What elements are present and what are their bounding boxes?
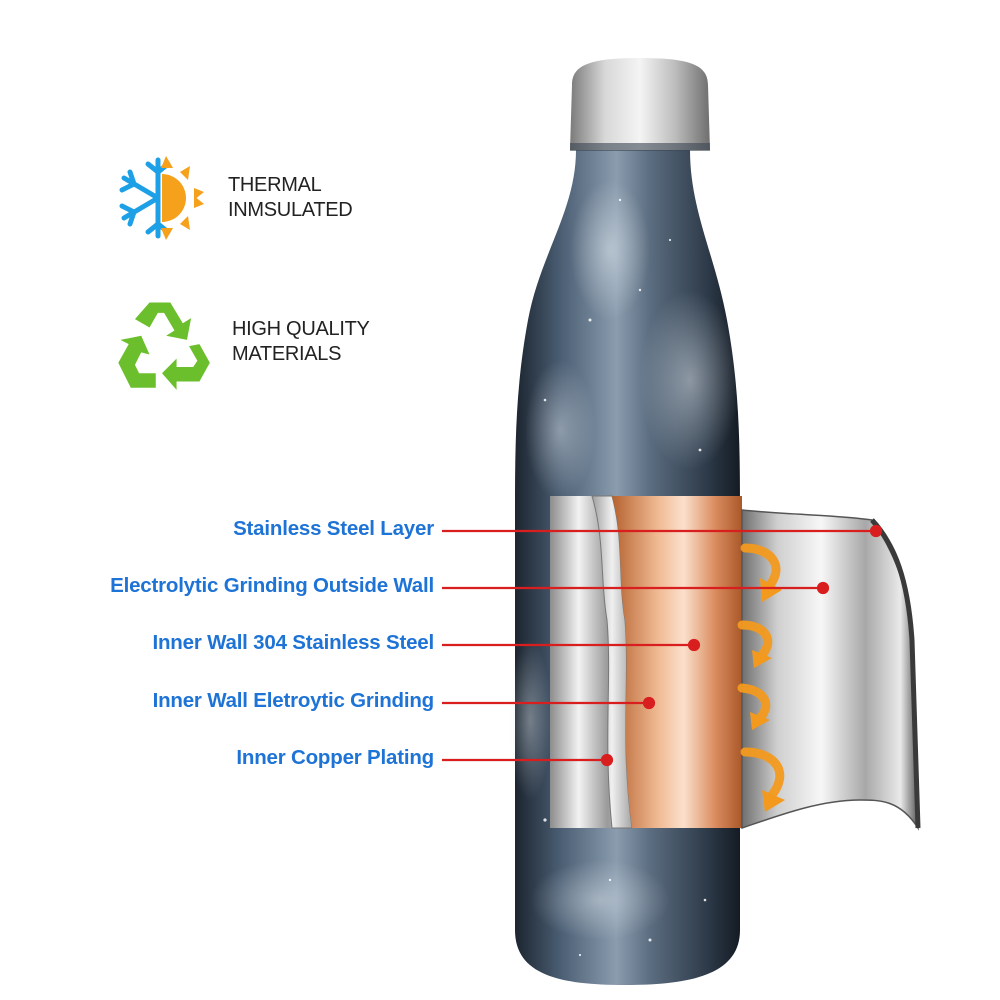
recycle-icon (118, 302, 210, 390)
label-electrolytic-outside-wall: Electrolytic Grinding Outside Wall (110, 574, 434, 597)
feature-thermal: THERMAL INMSULATED (110, 148, 353, 248)
label-stainless-steel-layer: Stainless Steel Layer (233, 517, 434, 540)
feature-thermal-text: THERMAL INMSULATED (228, 173, 353, 223)
feature-materials-line2: MATERIALS (232, 343, 342, 365)
feature-materials: HIGH QUALITY MATERIALS (110, 290, 370, 394)
label-inner-copper-plating: Inner Copper Plating (236, 746, 434, 769)
label-inner-wall-304: Inner Wall 304 Stainless Steel (152, 631, 434, 654)
feature-thermal-line2: INMSULATED (228, 199, 353, 221)
bottle-cap (570, 58, 710, 150)
label-inner-wall-grinding: Inner Wall Eletroytic Grinding (152, 689, 435, 712)
cutaway-panel (550, 495, 921, 831)
feature-materials-line1: HIGH QUALITY (232, 318, 370, 340)
feature-materials-text: HIGH QUALITY MATERIALS (232, 317, 370, 367)
snowflake-sun-icon (119, 156, 204, 240)
feature-thermal-line1: THERMAL (228, 174, 322, 196)
pointer-lines (442, 524, 883, 767)
